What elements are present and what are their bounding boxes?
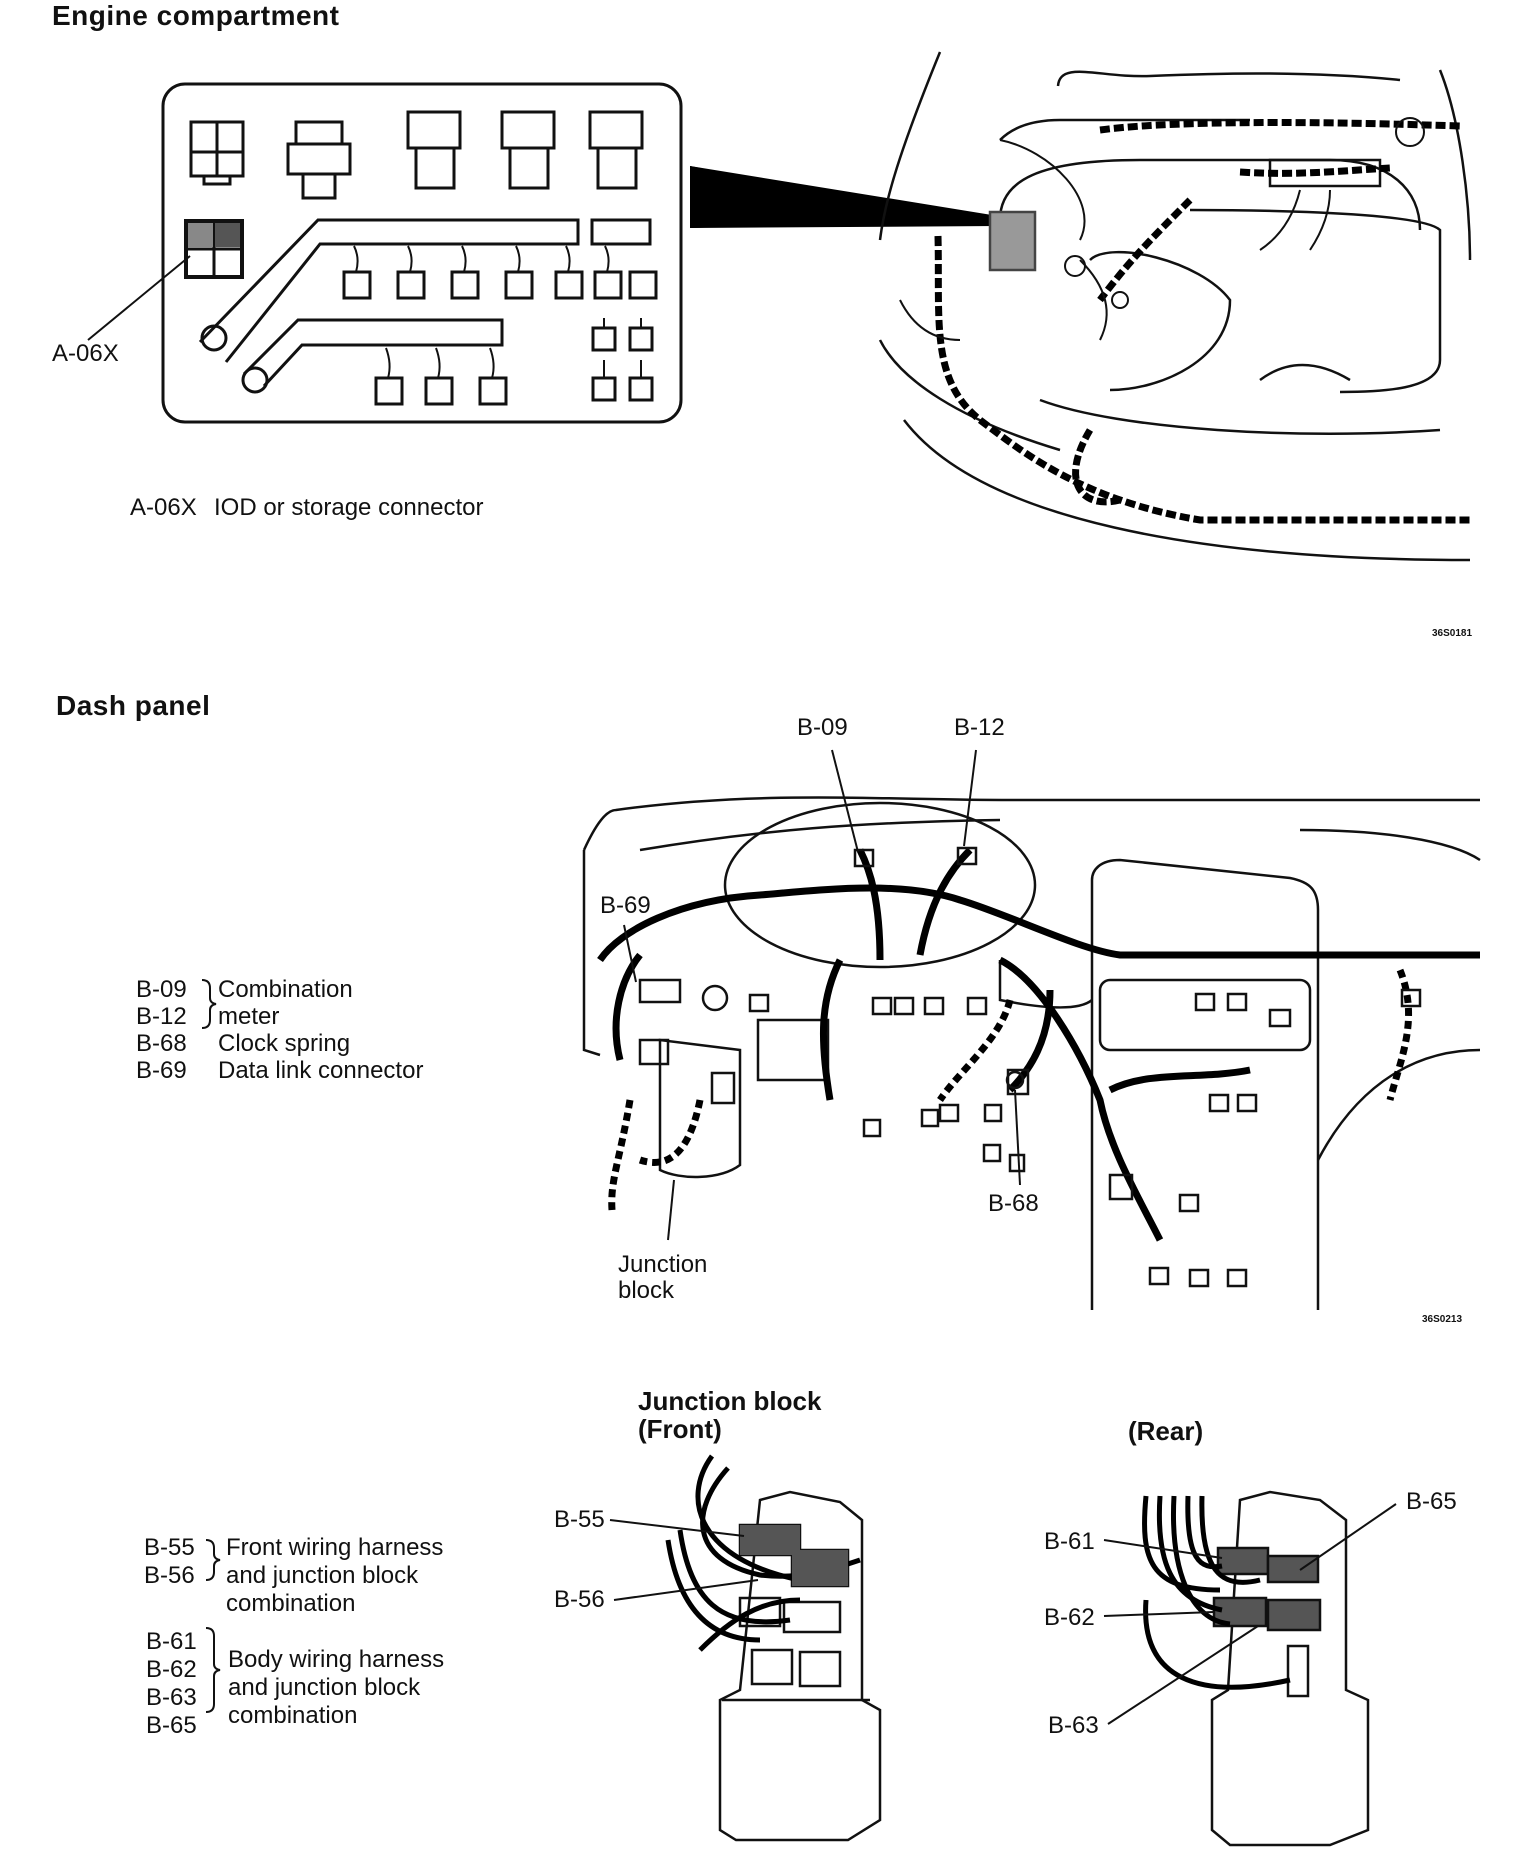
legend-text: and junction block bbox=[226, 1562, 419, 1589]
legend-code: B-12 bbox=[136, 1003, 187, 1030]
dash-section-title: Dash panel bbox=[56, 690, 211, 721]
label-b09: B-09 bbox=[797, 714, 848, 741]
legend-code: B-55 bbox=[144, 1534, 195, 1561]
label-junction-2: block bbox=[618, 1277, 675, 1304]
engine-section-title: Engine compartment bbox=[52, 0, 340, 31]
label-b65: B-65 bbox=[1406, 1488, 1457, 1515]
legend-code: B-62 bbox=[146, 1656, 197, 1683]
junction-rear-title: (Rear) bbox=[1128, 1416, 1204, 1446]
label-b62: B-62 bbox=[1044, 1604, 1095, 1631]
legend-code: B-61 bbox=[146, 1628, 197, 1655]
legend-text: Clock spring bbox=[218, 1030, 351, 1057]
label-b69: B-69 bbox=[600, 892, 651, 919]
legend-text: Front wiring harness bbox=[226, 1534, 444, 1561]
legend-code: B-63 bbox=[146, 1684, 197, 1711]
label-b68: B-68 bbox=[988, 1190, 1039, 1217]
label-b55: B-55 bbox=[554, 1506, 605, 1533]
legend-a06x-code: A-06X bbox=[130, 494, 197, 521]
legend-code: B-56 bbox=[144, 1562, 195, 1589]
label-b56: B-56 bbox=[554, 1586, 605, 1613]
legend-text: combination bbox=[226, 1590, 356, 1617]
relay-box-panel bbox=[87, 82, 683, 424]
legend-text: meter bbox=[218, 1003, 280, 1030]
legend-text: Body wiring harness bbox=[228, 1646, 445, 1673]
label-b12: B-12 bbox=[954, 714, 1005, 741]
legend-text: Data link connector bbox=[218, 1057, 424, 1084]
figure-number: 36S0213 bbox=[1422, 1314, 1463, 1325]
callout-a06x: A-06X bbox=[52, 340, 119, 367]
legend-code: B-09 bbox=[136, 976, 187, 1003]
legend-code: B-69 bbox=[136, 1057, 187, 1084]
legend-a06x-text: IOD or storage connector bbox=[214, 494, 484, 521]
figure-number: 36S0181 bbox=[1432, 628, 1473, 639]
junction-title-2: (Front) bbox=[638, 1414, 722, 1444]
label-b61: B-61 bbox=[1044, 1528, 1095, 1555]
label-junction-1: Junction bbox=[618, 1251, 708, 1278]
legend-text: combination bbox=[228, 1702, 358, 1729]
legend-code: B-65 bbox=[146, 1712, 197, 1739]
dash-outline bbox=[582, 796, 1481, 1310]
legend-text: Combination bbox=[218, 976, 353, 1003]
legend-text: and junction block bbox=[228, 1674, 421, 1701]
label-b63: B-63 bbox=[1048, 1712, 1099, 1739]
junction-title-1: Junction block bbox=[638, 1386, 822, 1416]
legend-code: B-68 bbox=[136, 1030, 187, 1057]
